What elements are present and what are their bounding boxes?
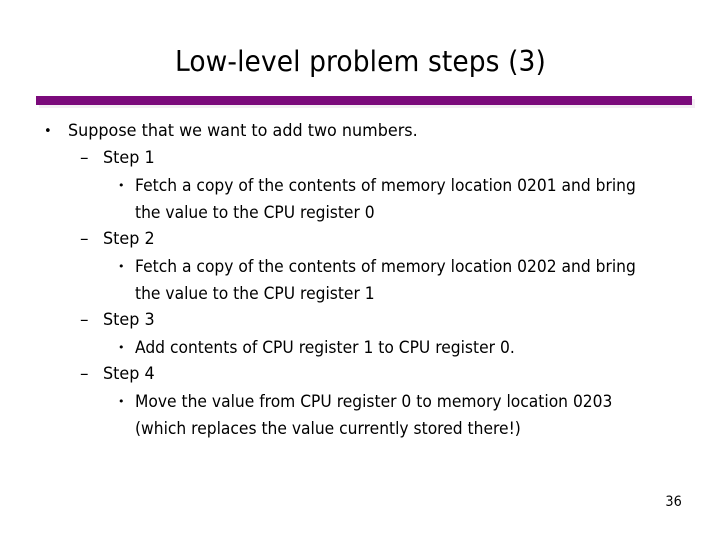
list-item-text: Fetch a copy of the contents of memory l…: [135, 257, 636, 303]
list-item-text: Fetch a copy of the contents of memory l…: [135, 176, 636, 222]
bullet-dot-icon: •: [118, 341, 125, 354]
list-item-text: Step 3: [103, 310, 155, 330]
list-item: • Suppose that we want to add two number…: [44, 118, 696, 145]
page-number: 36: [665, 494, 682, 510]
bullet-dot-icon: •: [118, 395, 125, 408]
list-item: – Step 2: [80, 226, 696, 253]
page-title: Low-level problem steps (3): [174, 45, 546, 78]
bullet-dot-icon: •: [118, 260, 125, 273]
title-divider: [36, 96, 695, 108]
list-item: • Fetch a copy of the contents of memory…: [118, 172, 696, 226]
bullet-dash-icon: –: [80, 364, 89, 384]
list-item-text: Suppose that we want to add two numbers.: [68, 121, 418, 141]
bullet-dash-icon: –: [80, 229, 89, 249]
bullet-dash-icon: –: [80, 310, 89, 330]
list-item-text: Step 1: [103, 148, 155, 168]
list-item-text: Step 4: [103, 364, 155, 384]
list-item: – Step 4: [80, 361, 696, 388]
list-item: • Fetch a copy of the contents of memory…: [118, 253, 696, 307]
list-item-text: Step 2: [103, 229, 155, 249]
list-item: – Step 1: [80, 145, 696, 172]
list-item-text: Move the value from CPU register 0 to me…: [135, 392, 613, 438]
list-item: – Step 3: [80, 307, 696, 334]
body-placeholder: • Suppose that we want to add two number…: [36, 118, 696, 442]
bullet-dot-icon: •: [118, 179, 125, 192]
list-item: • Move the value from CPU register 0 to …: [118, 388, 696, 442]
bullet-dot-icon: •: [44, 124, 52, 139]
bullet-dash-icon: –: [80, 148, 89, 168]
list-item-text: Add contents of CPU register 1 to CPU re…: [135, 338, 515, 357]
divider-bar: [36, 96, 692, 105]
title-placeholder: Low-level problem steps (3): [36, 36, 684, 88]
list-item: • Add contents of CPU register 1 to CPU …: [118, 334, 696, 361]
